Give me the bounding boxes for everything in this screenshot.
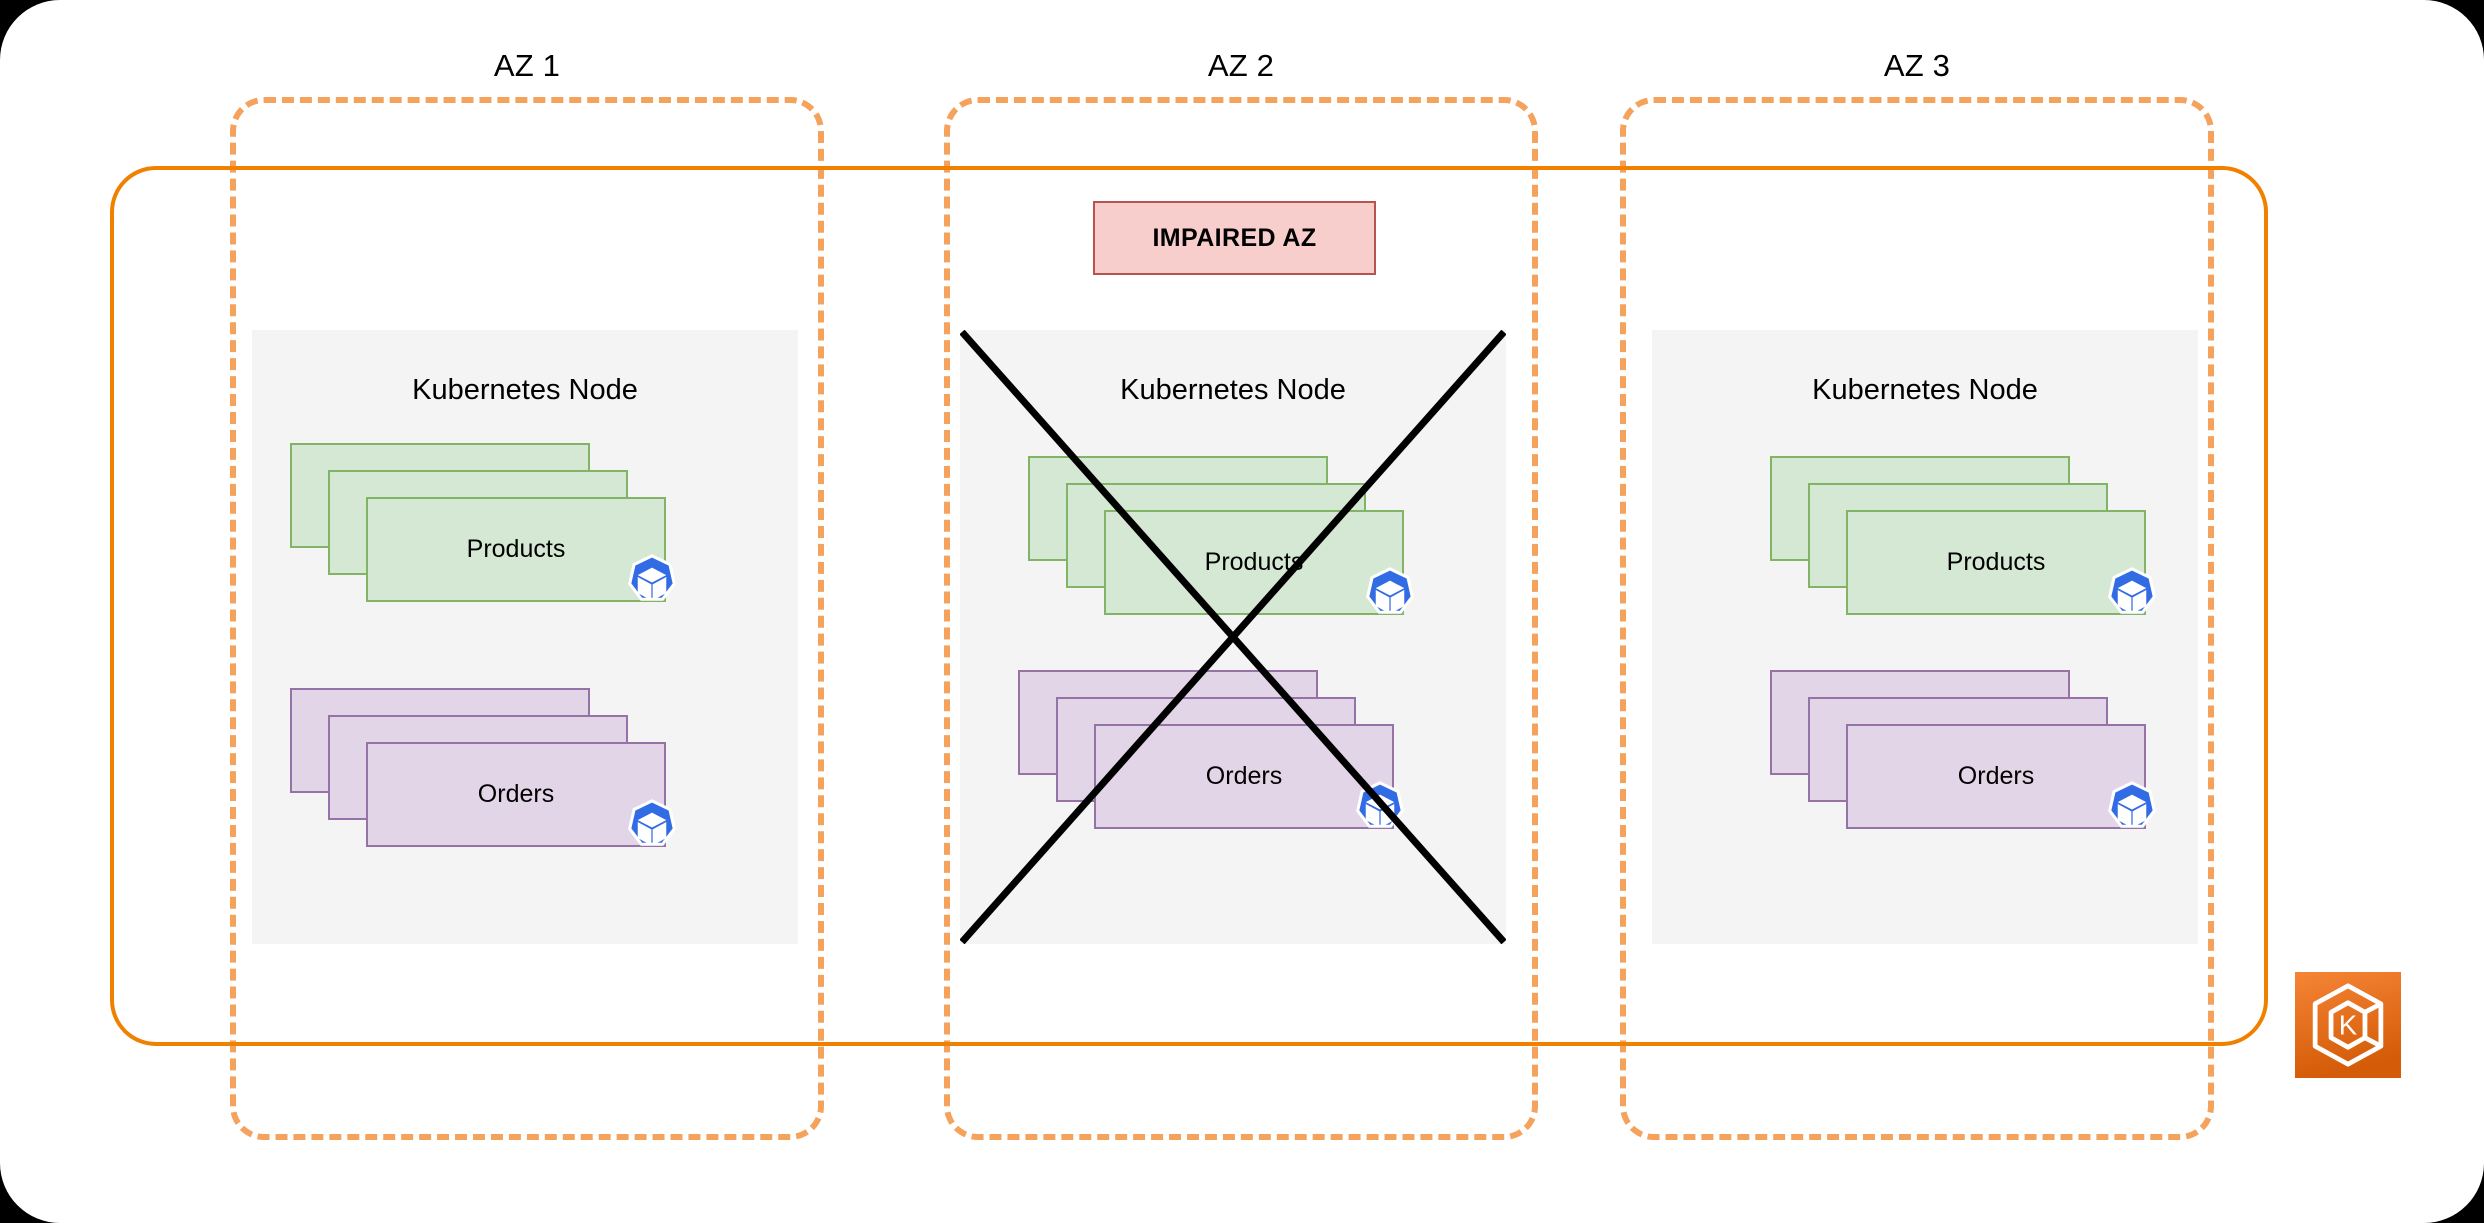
pod-replica: Orders — [366, 742, 666, 847]
pod-label-orders: Orders — [1957, 762, 2035, 790]
node-title-az3: Kubernetes Node — [1812, 374, 2038, 406]
node-title-az2: Kubernetes Node — [1120, 374, 1346, 406]
az-label-az3: AZ 3 — [1883, 48, 1951, 83]
az-boundary-az2 — [944, 97, 1538, 1140]
az-boundary-az3 — [1620, 97, 2214, 1140]
kubernetes-pod-icon — [2108, 567, 2156, 614]
pod-replica: Products — [366, 497, 666, 602]
pod-label-orders: Orders — [1205, 762, 1283, 790]
az-label-az2: AZ 2 — [1207, 48, 1275, 83]
kubernetes-pod-icon — [1366, 567, 1414, 614]
svg-text:K: K — [2339, 1010, 2358, 1041]
pod-label-products: Products — [1946, 548, 2046, 576]
kubernetes-pod-icon — [1356, 781, 1404, 828]
impaired-az-badge: IMPAIRED AZ — [1093, 201, 1376, 275]
az-label-az1: AZ 1 — [493, 48, 561, 83]
eks-cluster-boundary — [110, 166, 2268, 1046]
pod-replica: Orders — [1846, 724, 2146, 829]
pod-stack-orders-az2: Orders — [1018, 670, 1418, 830]
pod-label-orders: Orders — [477, 780, 555, 808]
kubernetes-pod-icon — [628, 799, 676, 846]
pod-stack-orders-az3: Orders — [1770, 670, 2170, 830]
pod-stack-products-az3: Products — [1770, 456, 2170, 616]
pod-stack-products-az1: Products — [290, 443, 690, 603]
kubernetes-node-az3: Kubernetes Node Products Orders — [1652, 330, 2198, 944]
pod-replica: Products — [1846, 510, 2146, 615]
az-boundary-az1 — [230, 97, 824, 1140]
pod-label-products: Products — [466, 535, 566, 563]
kubernetes-pod-icon — [2108, 781, 2156, 828]
node-title-az1: Kubernetes Node — [412, 374, 638, 406]
eks-logo-icon: K — [2295, 972, 2401, 1078]
kubernetes-node-az2: Kubernetes Node Products Orders — [960, 330, 1506, 944]
kubernetes-pod-icon — [628, 554, 676, 601]
pod-stack-products-az2: Products — [1028, 456, 1428, 616]
kubernetes-node-az1: Kubernetes Node Products Orders — [252, 330, 798, 944]
pod-stack-orders-az1: Orders — [290, 688, 690, 848]
pod-label-products: Products — [1204, 548, 1304, 576]
